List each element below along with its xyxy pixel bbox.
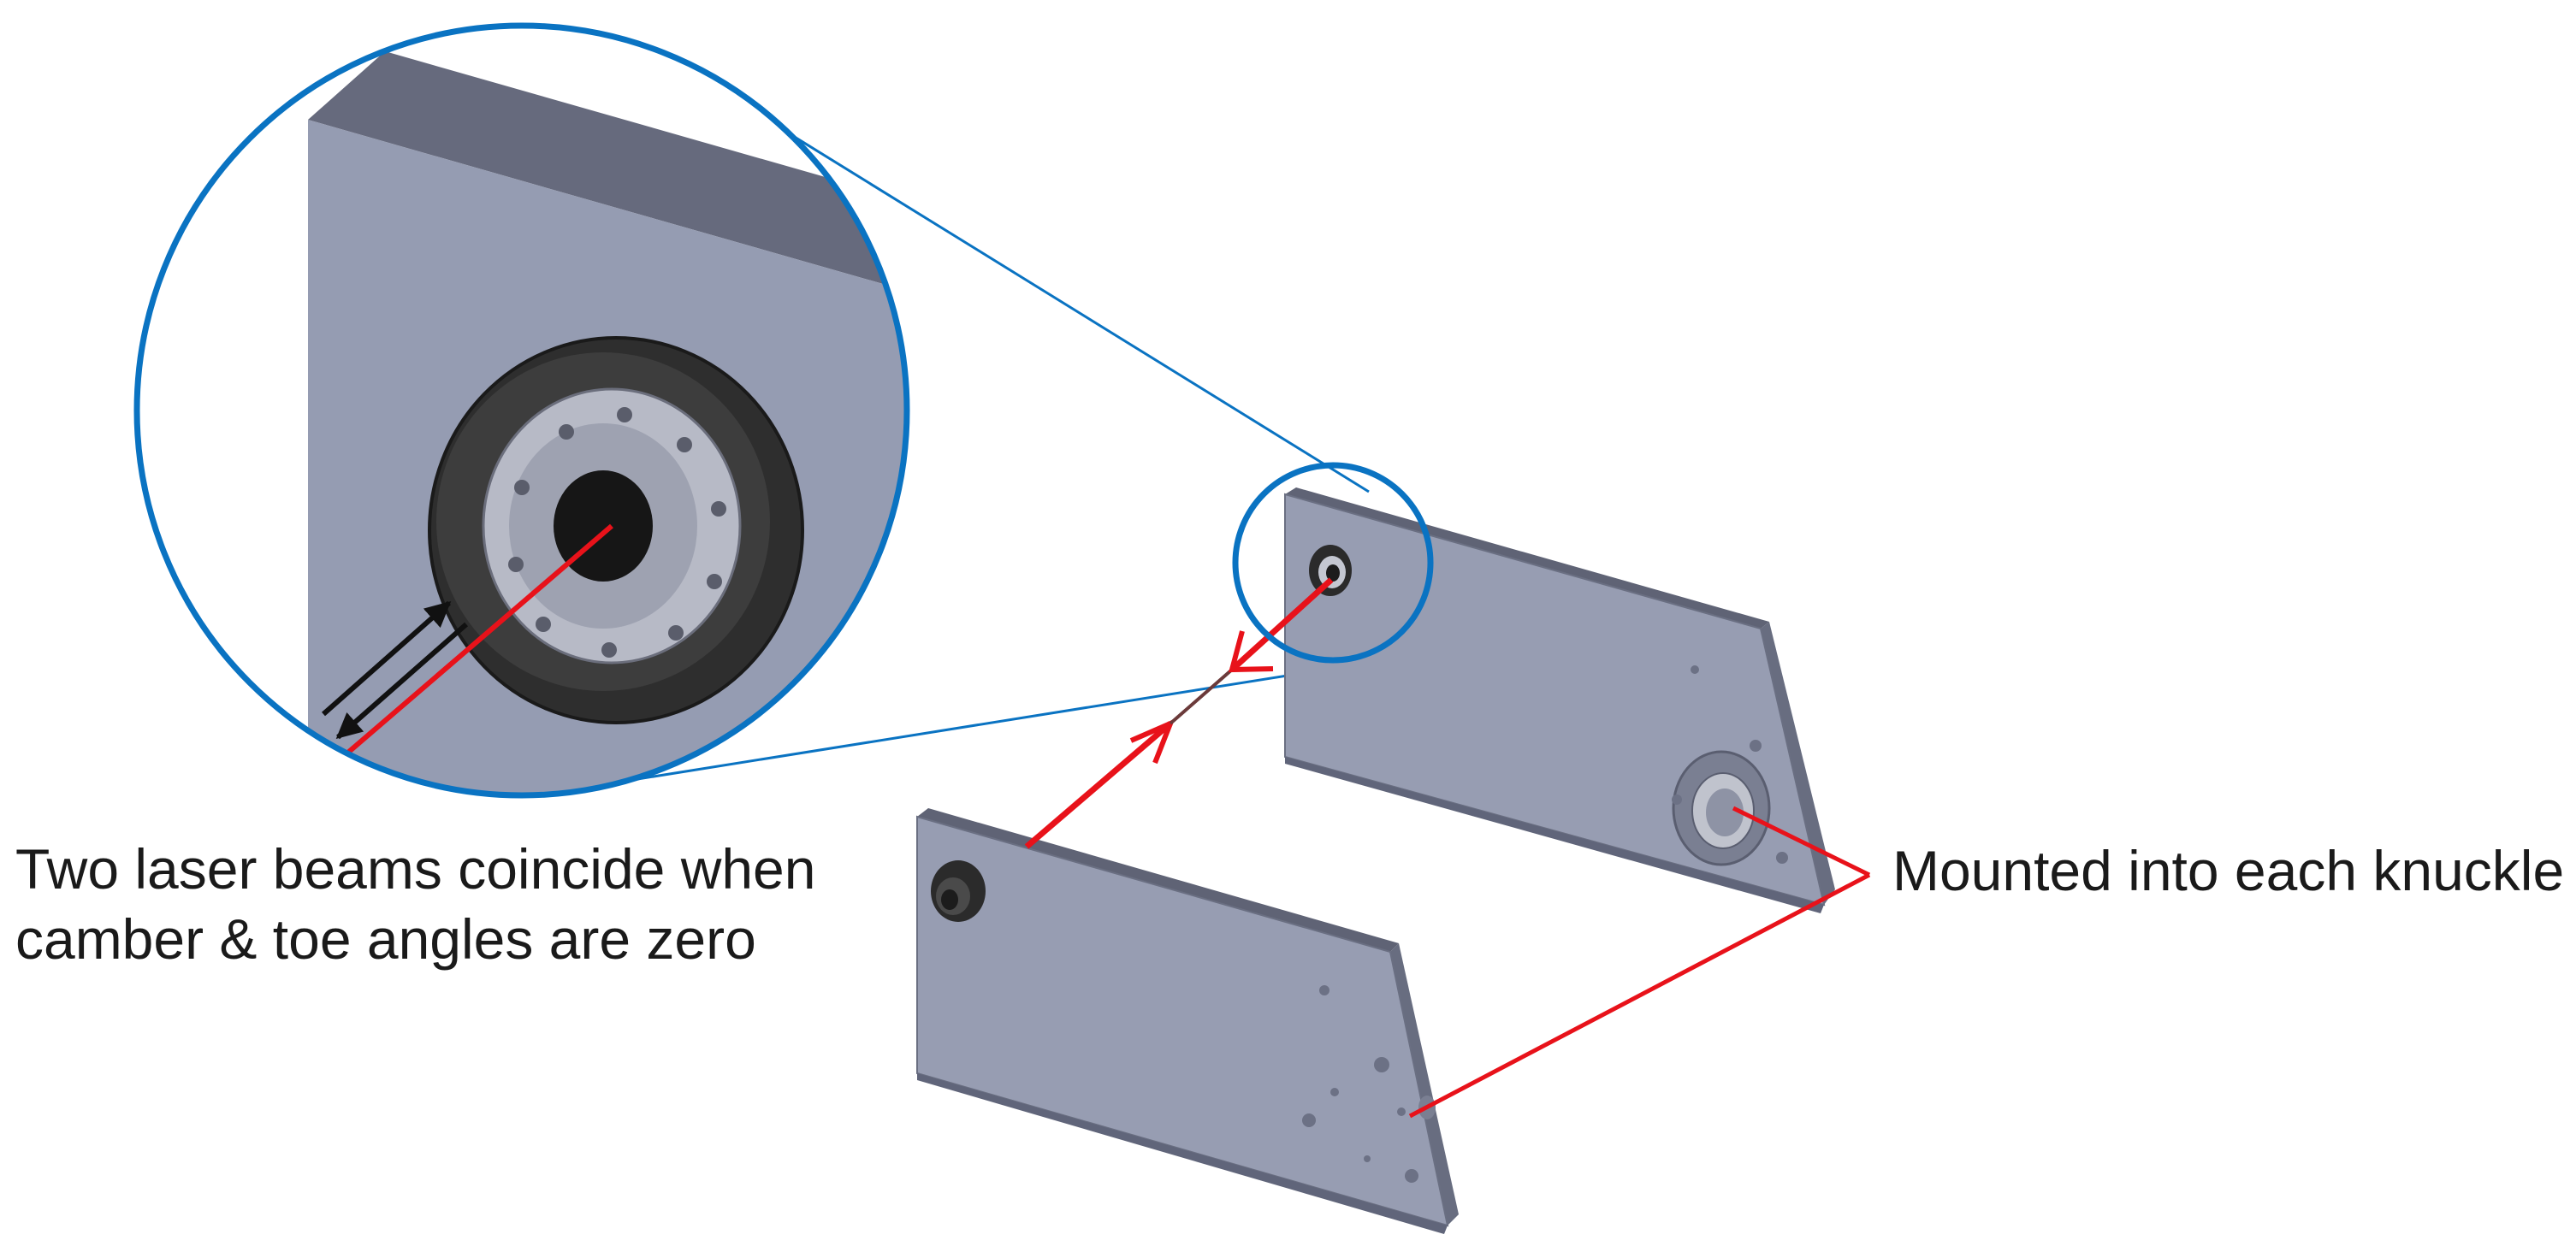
direction-arrow-down	[335, 622, 468, 740]
laser-beam-overlap	[1169, 668, 1234, 725]
mount-note: Mounted into each knuckle	[1892, 839, 2565, 902]
rear-plate-side-edge	[1761, 622, 1835, 905]
magnifier-connector-lines	[615, 109, 1395, 784]
front-plate	[916, 808, 1459, 1234]
magnifier-circle	[133, 22, 910, 799]
rear-plate-hole	[1691, 665, 1699, 674]
laser-note-line2: camber & toe angles are zero	[15, 907, 756, 971]
detail-callout-circle	[1232, 462, 1434, 664]
rear-plate-bottom-edge	[1285, 757, 1824, 913]
bearing-bolt-holes	[508, 407, 726, 658]
magnified-bearing	[428, 336, 804, 724]
laser-note-line1: Two laser beams coincide when	[15, 837, 816, 901]
front-plate-hole	[1397, 1107, 1406, 1116]
rear-plate-hole	[1776, 852, 1788, 864]
laser-coincide-annotation: Two laser beams coincide when camber & t…	[15, 834, 815, 974]
front-plate-top-edge	[917, 808, 1399, 952]
front-plate-hole	[1374, 1057, 1389, 1072]
rear-plate-hole	[1750, 740, 1762, 752]
magnified-plate-top-edge	[308, 51, 907, 291]
front-plate-bearing	[931, 860, 986, 922]
rear-plate-hole	[1672, 794, 1682, 805]
front-plate-side-edge	[1390, 943, 1459, 1226]
rear-plate-top-edge	[1285, 487, 1769, 629]
laser-beams	[1024, 577, 1334, 849]
rear-plate-knuckle-mount	[1672, 750, 1771, 866]
front-plate-hole	[1330, 1088, 1339, 1096]
front-plate-hole	[1319, 985, 1329, 995]
magnified-laser-beam	[336, 523, 613, 764]
magnified-detail	[137, 26, 907, 795]
laser-arrow-down	[1229, 630, 1274, 673]
rear-plate-bearing	[1309, 545, 1352, 596]
front-plate-hole	[1364, 1155, 1371, 1162]
front-plate-bottom-edge	[917, 1073, 1448, 1234]
front-plate-hole	[1405, 1169, 1418, 1183]
mount-pointer-lines	[1408, 806, 1871, 1119]
front-plate-hole	[1302, 1113, 1316, 1127]
direction-arrow-up	[322, 600, 452, 717]
mount-annotation: Mounted into each knuckle	[1892, 836, 2564, 906]
rear-plate	[1284, 487, 1835, 913]
laser-beam-from-front-plate	[1024, 721, 1173, 849]
laser-beam-from-rear-plate	[1229, 577, 1334, 672]
front-plate-face	[916, 815, 1449, 1227]
